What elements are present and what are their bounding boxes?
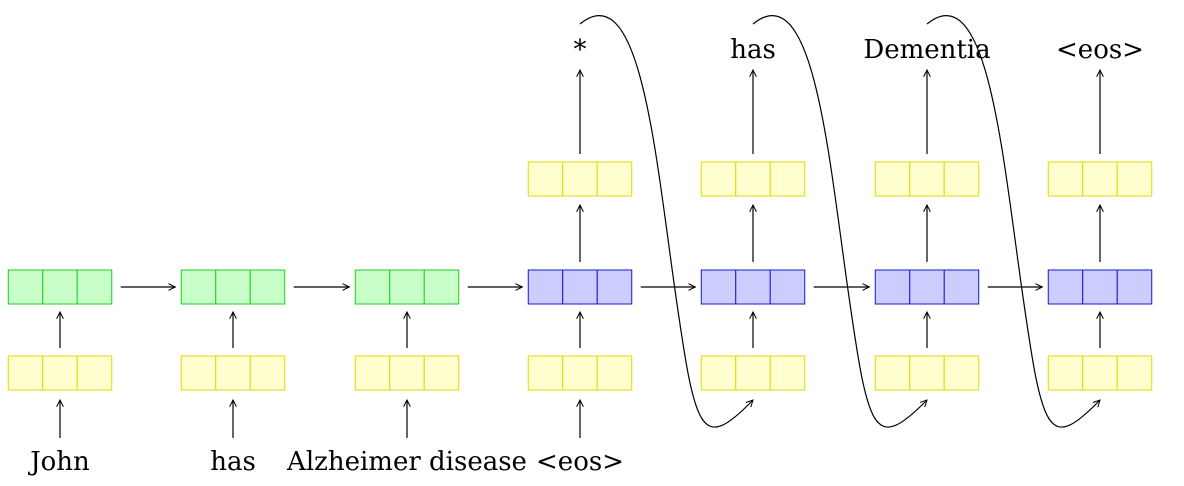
decoder-hidden-block-5-cell-2 — [735, 269, 771, 305]
output-embedding-block-4-cell-1 — [1047, 161, 1084, 197]
encoder-hidden-block-1 — [7, 269, 113, 305]
embedding-block-5 — [700, 355, 806, 391]
embedding-block-6-cell-2 — [909, 355, 945, 391]
output-embedding-block-1-cell-2 — [562, 161, 598, 197]
output-embedding-block-3-cell-2 — [909, 161, 945, 197]
decoder-hidden-block-4 — [527, 269, 633, 305]
output-embedding-block-2-cell-2 — [735, 161, 771, 197]
output-embedding-block-1 — [527, 161, 633, 197]
decoder-hidden-block-7-cell-2 — [1082, 269, 1118, 305]
output-embedding-block-2-cell-3 — [769, 161, 806, 197]
embedding-block-4 — [527, 355, 633, 391]
embedding-block-2-cell-3 — [249, 355, 286, 391]
encoder-hidden-block-2-cell-1 — [180, 269, 217, 305]
decoder-output-label-has: has — [730, 35, 776, 65]
output-embedding-block-2-cell-1 — [700, 161, 737, 197]
embedding-block-6-cell-1 — [874, 355, 911, 391]
embedding-block-7-cell-2 — [1082, 355, 1118, 391]
decoder-hidden-block-6-cell-2 — [909, 269, 945, 305]
output-embedding-block-3-cell-3 — [943, 161, 980, 197]
output-embedding-block-2 — [700, 161, 806, 197]
encoder-input-label-john: John — [27, 447, 90, 477]
embedding-block-3-cell-2 — [389, 355, 425, 391]
encoder-hidden-block-1-cell-1 — [7, 269, 44, 305]
output-embedding-block-1-cell-3 — [596, 161, 633, 197]
embedding-block-2-cell-2 — [215, 355, 251, 391]
encoder-hidden-block-3-cell-1 — [354, 269, 391, 305]
decoder-output-label-eos: <eos> — [1056, 35, 1144, 65]
embedding-block-5-cell-3 — [769, 355, 806, 391]
decoder-hidden-block-5-cell-3 — [769, 269, 806, 305]
encoder-hidden-block-2-cell-2 — [215, 269, 251, 305]
embedding-block-7 — [1047, 355, 1153, 391]
feedback-curve-2 — [752, 15, 927, 428]
embedding-block-1-cell-1 — [7, 355, 44, 391]
embedding-block-1-cell-3 — [76, 355, 113, 391]
embedding-block-3-cell-1 — [354, 355, 391, 391]
encoder-hidden-block-3-cell-3 — [423, 269, 460, 305]
decoder-hidden-block-5-cell-1 — [700, 269, 737, 305]
embedding-block-4-cell-3 — [596, 355, 633, 391]
blocks-layer — [7, 161, 1153, 391]
embedding-block-2 — [180, 355, 286, 391]
encoder-hidden-block-3 — [354, 269, 460, 305]
feedback-curve-3 — [926, 15, 1100, 428]
embedding-block-5-cell-1 — [700, 355, 737, 391]
embedding-block-6 — [874, 355, 980, 391]
output-embedding-block-3 — [874, 161, 980, 197]
encoder-input-label-alzheimer-disease: Alzheimer disease — [286, 447, 527, 477]
embedding-block-3-cell-3 — [423, 355, 460, 391]
decoder-hidden-block-5 — [700, 269, 806, 305]
encoder-hidden-block-1-cell-3 — [76, 269, 113, 305]
output-embedding-block-4-cell-3 — [1116, 161, 1153, 197]
decoder-hidden-block-6 — [874, 269, 980, 305]
decoder-hidden-block-6-cell-3 — [943, 269, 980, 305]
embedding-block-7-cell-3 — [1116, 355, 1153, 391]
decoder-output-label-dementia: Dementia — [863, 35, 990, 65]
output-embedding-block-3-cell-1 — [874, 161, 911, 197]
embedding-block-7-cell-1 — [1047, 355, 1084, 391]
output-embedding-block-4-cell-2 — [1082, 161, 1118, 197]
feedback-curves-layer — [579, 15, 1100, 428]
encoder-hidden-block-2 — [180, 269, 286, 305]
decoder-output-label-star: * — [574, 35, 587, 65]
feedback-curve-1 — [579, 15, 753, 428]
embedding-block-4-cell-2 — [562, 355, 598, 391]
embedding-block-6-cell-3 — [943, 355, 980, 391]
decoder-hidden-block-7-cell-3 — [1116, 269, 1153, 305]
encoder-hidden-block-1-cell-2 — [42, 269, 78, 305]
output-embedding-block-4 — [1047, 161, 1153, 197]
decoder-hidden-block-4-cell-1 — [527, 269, 564, 305]
decoder-hidden-block-7 — [1047, 269, 1153, 305]
embedding-block-1 — [7, 355, 113, 391]
embedding-block-1-cell-2 — [42, 355, 78, 391]
decoder-hidden-block-4-cell-2 — [562, 269, 598, 305]
embedding-block-3 — [354, 355, 460, 391]
encoder-input-label-has: has — [210, 447, 256, 477]
decoder-hidden-block-6-cell-1 — [874, 269, 911, 305]
decoder-hidden-block-4-cell-3 — [596, 269, 633, 305]
arrows-layer — [60, 70, 1100, 438]
decoder-input-label-eos: <eos> — [536, 447, 624, 477]
embedding-block-2-cell-1 — [180, 355, 217, 391]
embedding-block-5-cell-2 — [735, 355, 771, 391]
embedding-block-4-cell-1 — [527, 355, 564, 391]
output-embedding-block-1-cell-1 — [527, 161, 564, 197]
decoder-hidden-block-7-cell-1 — [1047, 269, 1084, 305]
encoder-hidden-block-3-cell-2 — [389, 269, 425, 305]
encoder-hidden-block-2-cell-3 — [249, 269, 286, 305]
